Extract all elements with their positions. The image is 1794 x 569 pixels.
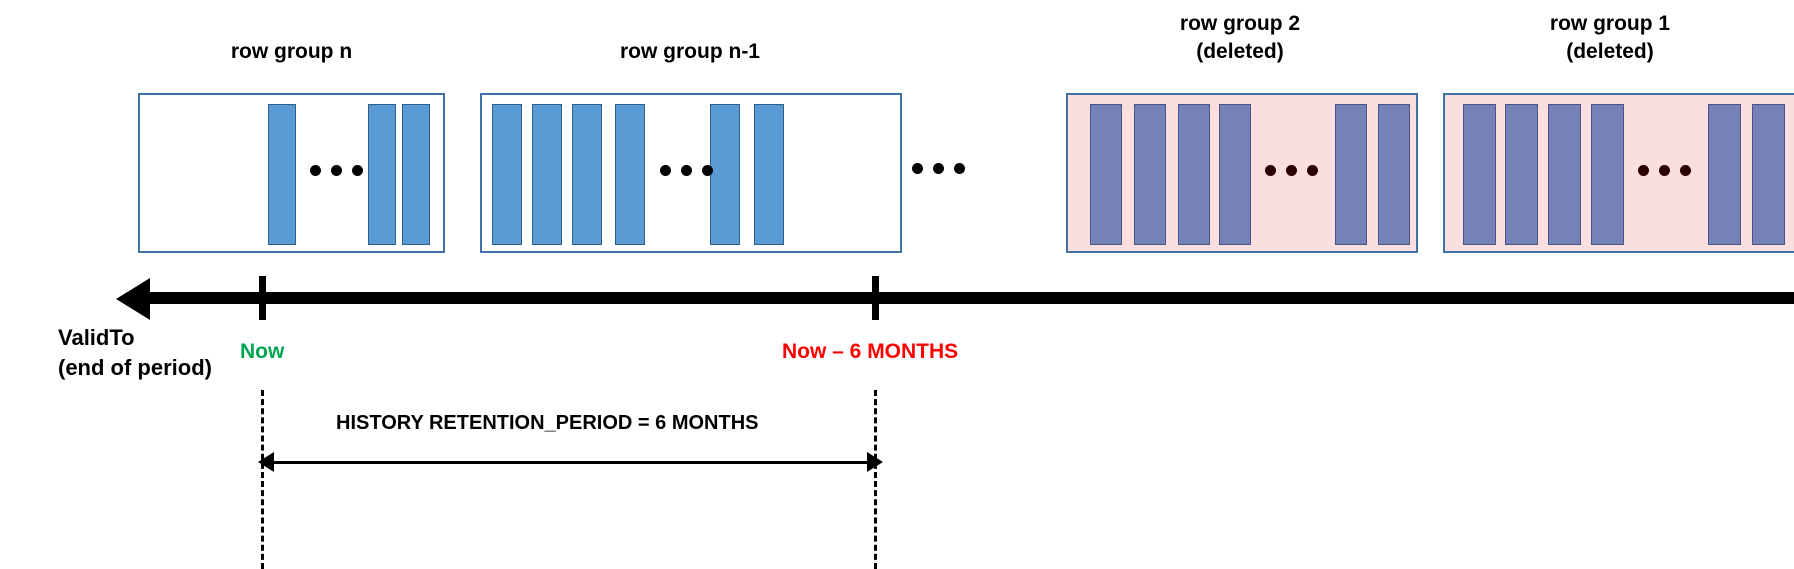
column-segment <box>1335 104 1367 245</box>
row-group-n-1-title: row group n-1 <box>620 40 760 63</box>
row-group-1-box <box>1443 93 1794 253</box>
column-segment <box>1090 104 1122 245</box>
retention-period-label: HISTORY RETENTION_PERIOD = 6 MONTHS <box>336 412 759 434</box>
column-segment <box>1548 104 1581 245</box>
column-segment <box>1505 104 1538 245</box>
ellipsis-between-groups <box>912 163 965 174</box>
row-group-n-1-box <box>480 93 902 253</box>
retention-measure-line <box>262 461 879 464</box>
row-group-2-title: row group 2 (deleted) <box>1179 12 1301 63</box>
row-group-n-title: row group n <box>230 40 353 63</box>
column-segment <box>1378 104 1410 245</box>
dashed-guide-now-minus-6-months <box>874 390 877 569</box>
row-group-2-box <box>1066 93 1418 253</box>
row-group-1-title: row group 1 (deleted) <box>1549 12 1671 63</box>
ellipsis-in-group <box>1638 165 1691 176</box>
column-segment <box>1708 104 1741 245</box>
column-segment <box>402 104 430 245</box>
column-segment <box>710 104 740 245</box>
column-segment <box>1752 104 1785 245</box>
column-segment <box>754 104 784 245</box>
column-segment <box>1134 104 1166 245</box>
ellipsis-in-group <box>310 165 363 176</box>
timeline-arrowhead-icon <box>116 278 150 320</box>
timeline-axis <box>146 292 1794 304</box>
column-segment <box>1219 104 1251 245</box>
tick-now-minus-6-months <box>872 276 879 320</box>
column-segment <box>268 104 296 245</box>
column-segment <box>368 104 396 245</box>
dashed-guide-now <box>261 390 264 569</box>
column-segment <box>615 104 645 245</box>
column-segment <box>532 104 562 245</box>
ellipsis-in-group <box>1265 165 1318 176</box>
axis-label-validto: ValidTo (end of period) <box>58 325 212 380</box>
retention-arrow-right-icon <box>867 452 883 472</box>
column-segment <box>572 104 602 245</box>
column-segment <box>1178 104 1210 245</box>
tick-now <box>259 276 266 320</box>
row-group-n-box <box>138 93 445 253</box>
column-segment <box>1463 104 1496 245</box>
column-segment <box>492 104 522 245</box>
ellipsis-in-group <box>660 165 713 176</box>
label-now: Now <box>240 340 285 363</box>
label-now-minus-6-months: Now – 6 MONTHS <box>782 340 959 363</box>
column-segment <box>1591 104 1624 245</box>
